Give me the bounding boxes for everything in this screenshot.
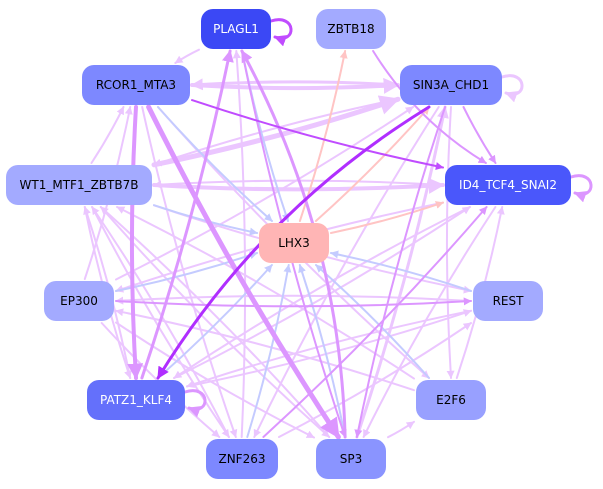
node-patz1-klf4[interactable]: PATZ1_KLF4 <box>87 380 185 420</box>
edge-wt1_mtf1_zbtb7b-to-znf263 <box>91 206 230 438</box>
edge-lhx3-to-id4_tcf4_snai2 <box>330 201 444 234</box>
node-e2f6[interactable]: E2F6 <box>416 380 486 420</box>
edge-znf263-to-rest <box>278 322 472 438</box>
node-label: EP300 <box>60 294 98 308</box>
edge-patz1_klf4-to-patz1_klf4 <box>183 389 207 418</box>
node-znf263[interactable]: ZNF263 <box>206 439 278 479</box>
node-box[interactable] <box>44 281 114 321</box>
edge-rcor1_mta3-to-znf263 <box>141 106 238 438</box>
node-box[interactable] <box>316 439 386 479</box>
edge-rest-to-lhx3 <box>330 250 472 292</box>
edge-rest-to-patz1_klf4 <box>186 309 472 388</box>
edge-id4_tcf4_snai2-to-patz1_klf4 <box>173 206 471 379</box>
edge-sin3a_chd1-to-rcor1_mta3 <box>190 78 400 91</box>
node-box[interactable] <box>400 65 502 105</box>
node-label: PATZ1_KLF4 <box>100 393 172 407</box>
node-box[interactable] <box>259 223 329 263</box>
node-label: SIN3A_CHD1 <box>413 78 489 92</box>
node-id4-tcf4-snai2[interactable]: ID4_TCF4_SNAI2 <box>445 165 571 205</box>
node-box[interactable] <box>473 281 543 321</box>
node-label: ZNF263 <box>218 452 265 466</box>
edge-ep300-to-sp3 <box>115 321 315 439</box>
edge-rcor1_mta3-to-sin3a_chd1 <box>190 77 400 94</box>
edge-rcor1_mta3-to-id4_tcf4_snai2 <box>191 99 444 170</box>
node-ep300[interactable]: EP300 <box>44 281 114 321</box>
node-label: E2F6 <box>436 393 466 407</box>
edge-plagl1-to-plagl1 <box>269 18 293 47</box>
edge-znf263-to-wt1_mtf1_zbtb7b <box>91 206 230 438</box>
edge-rest-to-ep300 <box>115 294 472 305</box>
node-label: LHX3 <box>278 236 310 250</box>
node-box[interactable] <box>87 380 185 420</box>
node-rest[interactable]: REST <box>473 281 543 321</box>
edge-sp3-to-lhx3 <box>298 264 347 438</box>
edge-sin3a_chd1-to-e2f6 <box>445 106 455 379</box>
node-lhx3[interactable]: LHX3 <box>259 223 329 263</box>
node-box[interactable] <box>316 9 386 49</box>
node-box[interactable] <box>6 165 152 205</box>
edge-lhx3-to-sin3a_chd1 <box>314 106 431 222</box>
edge-wt1_mtf1_zbtb7b-to-sp3 <box>99 206 331 438</box>
edge-sin3a_chd1-to-wt1_mtf1_zbtb7b <box>153 98 399 167</box>
edge-e2f6-to-lhx3 <box>315 264 430 379</box>
edge-wt1_mtf1_zbtb7b-to-lhx3 <box>153 204 258 236</box>
edge-sin3a_chd1-to-id4_tcf4_snai2 <box>462 106 497 164</box>
edge-sp3-to-e2f6 <box>387 420 415 439</box>
node-label: ZBTB18 <box>327 22 374 36</box>
node-sin3a-chd1[interactable]: SIN3A_CHD1 <box>400 65 502 105</box>
node-box[interactable] <box>445 165 571 205</box>
edge-znf263-to-lhx3 <box>246 264 292 438</box>
node-label: ID4_TCF4_SNAI2 <box>459 178 557 192</box>
node-box[interactable] <box>201 9 271 49</box>
node-label: RCOR1_MTA3 <box>96 78 176 92</box>
edge-ep300-to-sin3a_chd1 <box>115 106 415 281</box>
edge-rcor1_mta3-to-sp3 <box>146 104 341 440</box>
edge-lhx3-to-zbtb18 <box>298 50 348 222</box>
edge-patz1_klf4-to-id4_tcf4_snai2 <box>173 206 471 379</box>
node-plagl1[interactable]: PLAGL1 <box>201 9 271 49</box>
node-rcor1-mta3[interactable]: RCOR1_MTA3 <box>82 65 190 105</box>
edge-wt1_mtf1_zbtb7b-to-rcor1_mta3 <box>90 106 125 164</box>
edge-znf263-to-plagl1 <box>232 50 247 438</box>
edge-plagl1-to-rcor1_mta3 <box>174 48 200 64</box>
edge-wt1_mtf1_zbtb7b-to-sin3a_chd1 <box>151 95 401 168</box>
node-label: WT1_MTF1_ZBTB7B <box>20 178 139 192</box>
edge-sin3a_chd1-to-sin3a_chd1 <box>500 74 524 103</box>
node-label: PLAGL1 <box>213 22 259 36</box>
edge-rcor1_mta3-to-lhx3 <box>157 106 273 222</box>
node-box[interactable] <box>416 380 486 420</box>
edge-znf263-to-id4_tcf4_snai2 <box>262 206 488 438</box>
edge-ep300-to-rest <box>115 297 472 308</box>
node-box[interactable] <box>206 439 278 479</box>
edge-patz1_klf4-to-plagl1 <box>140 49 234 380</box>
edge-id4_tcf4_snai2-to-id4_tcf4_snai2 <box>569 174 593 203</box>
edge-patz1_klf4-to-rest <box>186 309 472 388</box>
node-wt1-mtf1-zbtb7b[interactable]: WT1_MTF1_ZBTB7B <box>6 165 152 205</box>
node-label: REST <box>493 294 525 308</box>
node-box[interactable] <box>82 65 190 105</box>
node-sp3[interactable]: SP3 <box>316 439 386 479</box>
edge-rcor1_mta3-to-patz1_klf4 <box>127 105 144 380</box>
edge-sin3a_chd1-to-sp3 <box>354 106 447 438</box>
edge-patz1_klf4-to-lhx3 <box>157 264 273 379</box>
node-label: SP3 <box>340 452 363 466</box>
edge-sp3-to-sin3a_chd1 <box>355 105 449 439</box>
edge-zbtb18-to-id4_tcf4_snai2 <box>372 50 487 164</box>
edge-sin3a_chd1-to-znf263 <box>253 106 440 438</box>
node-zbtb18[interactable]: ZBTB18 <box>316 9 386 49</box>
